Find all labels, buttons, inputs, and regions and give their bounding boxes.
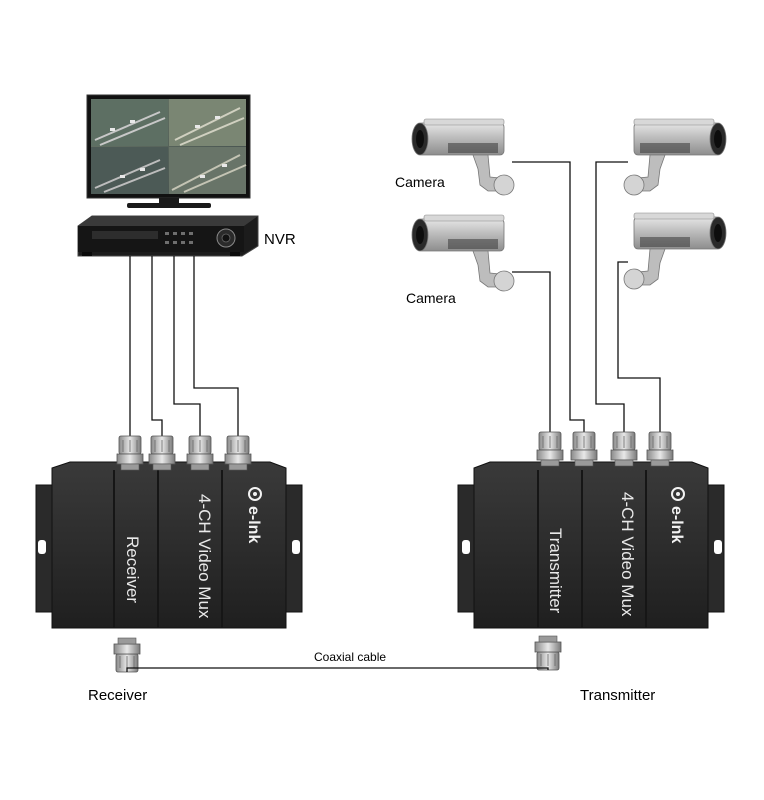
transmitter-caption: Transmitter — [580, 687, 655, 704]
monitor-icon — [86, 94, 251, 208]
elink-logo-icon — [671, 487, 685, 501]
camera-icon — [624, 119, 726, 195]
camera-icon — [624, 213, 726, 289]
elink-logo-icon — [248, 487, 262, 501]
camera-label-bottom: Camera — [406, 290, 456, 306]
bnc-connector-icon — [536, 431, 564, 467]
bnc-connector-icon — [224, 435, 252, 471]
coaxial-cable-line — [126, 667, 549, 672]
transmitter-bnc-inputs — [536, 431, 674, 467]
bnc-connector-icon — [186, 435, 214, 471]
transmitter-role-text: Transmitter — [546, 528, 565, 614]
bnc-connector-icon — [113, 637, 141, 673]
transmitter-brand-text: e-lnk — [668, 506, 685, 543]
receiver-caption: Receiver — [88, 687, 147, 704]
camera-icon — [411, 214, 515, 292]
receiver-box — [35, 461, 303, 629]
bnc-connector-icon — [534, 635, 562, 671]
camera-label-top: Camera — [395, 174, 445, 190]
receiver-role-text: Receiver — [123, 536, 142, 603]
receiver-product-text: 4-CH Video Mux — [195, 494, 214, 619]
transmitter-box — [457, 461, 725, 629]
bnc-connector-icon — [148, 435, 176, 471]
camera-to-transmitter-cables — [512, 161, 661, 434]
bnc-connector-icon — [610, 431, 638, 467]
bnc-connector-icon — [646, 431, 674, 467]
bnc-connector-icon — [116, 435, 144, 471]
nvr-icon — [77, 215, 259, 257]
coaxial-cable-label: Coaxial cable — [314, 650, 386, 664]
receiver-brand-text: e-lnk — [245, 506, 262, 543]
nvr-label: NVR — [264, 231, 296, 248]
transmitter-product-text: 4-CH Video Mux — [618, 492, 637, 617]
nvr-to-receiver-cables — [129, 256, 239, 438]
bnc-connector-icon — [570, 431, 598, 467]
